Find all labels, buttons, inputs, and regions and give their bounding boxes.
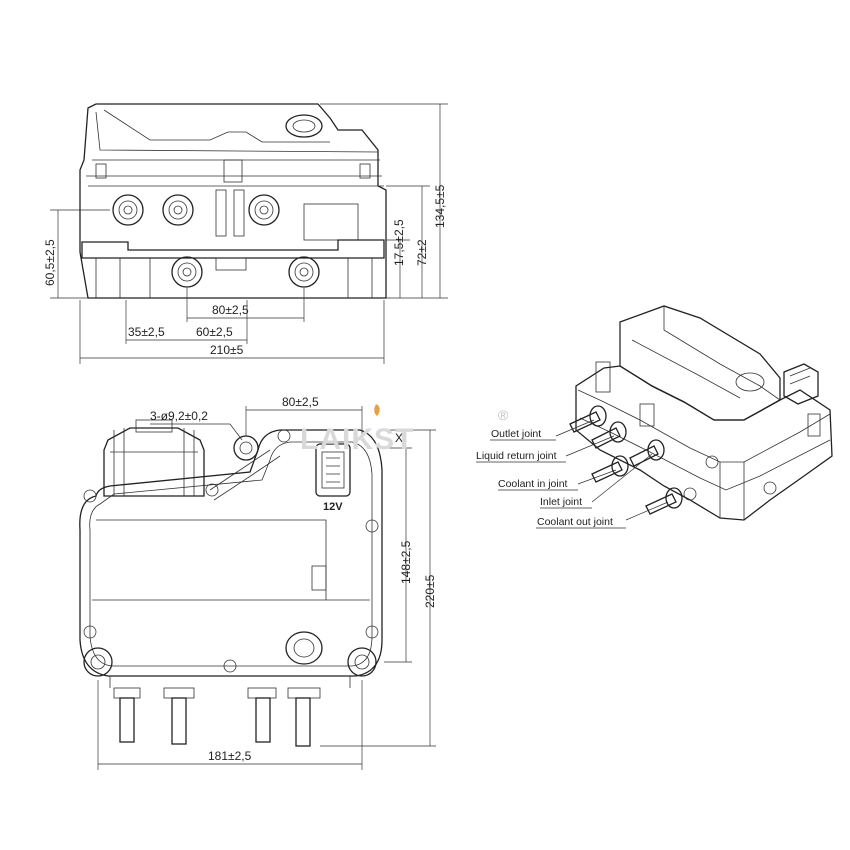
marker-x-label: X bbox=[395, 431, 403, 445]
dim-17-label: 17,5±2,5 bbox=[392, 219, 406, 266]
front-fitting-lower-2 bbox=[288, 256, 320, 288]
label-coolant-in-joint: Coolant in joint bbox=[498, 478, 568, 490]
front-fitting-lower-1 bbox=[171, 256, 203, 288]
front-dim-17: 17,5±2,5 bbox=[386, 219, 410, 298]
mount-hole-3 bbox=[347, 647, 377, 677]
dim-181-label: 181±2,5 bbox=[208, 749, 252, 763]
brand-registered-mark: ® bbox=[498, 407, 509, 423]
top-fitting-4 bbox=[287, 687, 321, 747]
dim-220-label: 220±5 bbox=[423, 574, 437, 608]
dim-35-label: 35±2,5 bbox=[128, 325, 165, 339]
top-dim-148: 148±2,5 bbox=[384, 447, 413, 663]
top-view-tank-outline bbox=[79, 429, 383, 677]
front-dim-total-height: 134,5±5 bbox=[320, 103, 448, 299]
brand-flame-icon bbox=[374, 404, 380, 416]
front-view: 134,5±5 72±2 17,5±2,5 60,5±2,5 80±2,5 bbox=[43, 103, 448, 364]
iso-cover-outline bbox=[619, 305, 781, 421]
mount-hole-1 bbox=[233, 435, 259, 461]
front-dim-60: 60,5±2,5 bbox=[43, 209, 110, 299]
iso-view: Outlet joint Liquid return joint Coolant… bbox=[476, 305, 833, 529]
label-coolant-out-joint: Coolant out joint bbox=[537, 516, 613, 528]
dim-210-label: 210±5 bbox=[210, 343, 244, 357]
front-fitting-upper-3 bbox=[248, 194, 280, 226]
front-dim-72: 72±2 bbox=[386, 185, 430, 298]
top-view: 12V bbox=[79, 395, 437, 770]
brand-watermark: LAIKST ® bbox=[300, 404, 509, 456]
front-fitting-upper-1 bbox=[112, 194, 144, 226]
top-dim-181: 181±2,5 bbox=[97, 680, 363, 770]
mount-hole-2 bbox=[83, 647, 113, 677]
front-fitting-upper-2 bbox=[162, 194, 194, 226]
top-filler-cap bbox=[103, 419, 205, 497]
front-dim-35-60: 35±2,5 60±2,5 bbox=[125, 300, 248, 344]
top-dim-220: 220±5 bbox=[320, 429, 437, 747]
iso-fitting-coolant-in bbox=[591, 455, 629, 483]
front-dim-210: 210±5 bbox=[79, 300, 385, 364]
dim-hole-spec-label: 3-ø9,2±0,2 bbox=[150, 409, 208, 423]
dim-72-label: 72±2 bbox=[415, 239, 429, 266]
top-dim-hole-spec: 3-ø9,2±0,2 bbox=[150, 409, 243, 441]
top-dim-80: 80±2,5 bbox=[245, 395, 363, 436]
top-fitting-1 bbox=[113, 687, 141, 743]
label-outlet-joint: Outlet joint bbox=[491, 428, 541, 440]
dim-60-spacing-label: 60±2,5 bbox=[196, 325, 233, 339]
dim-80-label: 80±2,5 bbox=[212, 303, 249, 317]
iso-fitting-coolant-out bbox=[645, 487, 683, 515]
front-filler-cap bbox=[285, 114, 323, 138]
iso-connector bbox=[783, 363, 819, 405]
top-connector: 12V bbox=[311, 443, 351, 591]
iso-fitting-liquid-return bbox=[591, 421, 627, 449]
label-inlet-joint: Inlet joint bbox=[540, 496, 582, 508]
dim-60-label: 60,5±2,5 bbox=[43, 239, 57, 286]
connector-voltage-label: 12V bbox=[323, 501, 343, 513]
top-drain-port bbox=[285, 631, 323, 665]
dim-total-height-label: 134,5±5 bbox=[433, 184, 447, 228]
dim-top-80-label: 80±2,5 bbox=[282, 395, 319, 409]
front-dim-80: 80±2,5 bbox=[186, 288, 305, 322]
iso-fitting-inlet bbox=[629, 439, 665, 467]
top-fitting-3 bbox=[247, 687, 277, 743]
top-fitting-2 bbox=[163, 687, 195, 745]
dim-148-label: 148±2,5 bbox=[399, 540, 413, 584]
label-liquid-return-joint: Liquid return joint bbox=[476, 450, 557, 462]
brand-logo-text: LAIKST bbox=[300, 423, 414, 456]
